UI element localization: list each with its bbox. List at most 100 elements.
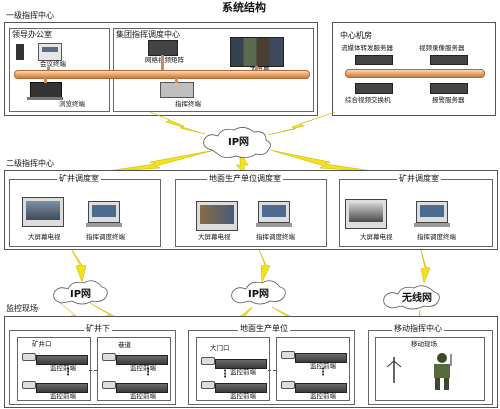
terminal-icon: [416, 201, 448, 223]
frontend-label: 监控前端: [130, 392, 156, 400]
ip-network-label-middle: IP网: [248, 289, 270, 300]
antenna-icon: [386, 357, 402, 383]
connector: [44, 78, 47, 83]
big-screen-label: 大屏幕: [250, 65, 270, 73]
camera-icon: [281, 381, 295, 389]
switch-label: 综合视频交换机: [345, 96, 391, 104]
cloud-shape: [53, 280, 108, 305]
connector: [255, 66, 258, 70]
monitor-frontend-icon: [295, 383, 347, 393]
ground-unit-title: 地面生产单位: [238, 324, 290, 333]
dashed-link: [89, 370, 97, 371]
tunnel-label: 巷道: [118, 341, 131, 349]
camera-icon: [102, 381, 116, 389]
lightning-bolt-icon: [69, 246, 87, 283]
monitor-frontend-icon: [295, 353, 347, 363]
terminal-base: [86, 223, 122, 227]
monitor-frontend-icon: [215, 359, 267, 369]
lightning-bolt-icon: [267, 111, 336, 136]
soldier-icon: [434, 353, 452, 390]
mine-entrance-label: 矿井口: [32, 340, 52, 348]
camera-icon: [201, 357, 215, 365]
connector: [161, 55, 164, 70]
alarm-server-label: 报警服务器: [432, 96, 465, 104]
lightning-bolt-icon: [149, 111, 206, 135]
room2-screen-label: 大屏幕电视: [198, 233, 231, 241]
stream-server-label: 流媒体转发服务器: [341, 44, 393, 52]
ellipsis: ⋮: [220, 369, 230, 380]
room2-terminal-label: 指挥调度终端: [256, 233, 295, 241]
laptop-base: [27, 97, 63, 100]
lightning-bolt-icon: [269, 149, 381, 173]
ellipsis: ⋮: [63, 367, 73, 378]
room2-title: 地面生产单位调度室: [207, 174, 283, 183]
cloud-shape: [203, 127, 271, 158]
stream-server-icon: [355, 55, 393, 65]
monitor-frontend-icon: [36, 383, 88, 393]
camera-icon: [281, 351, 295, 359]
lightning-bolt-icon: [99, 149, 216, 173]
command-terminal-label: 指挥终端: [175, 100, 201, 108]
room1-terminal-label: 指挥调度终端: [86, 233, 125, 241]
terminal-icon: [88, 201, 120, 223]
mine-title: 矿井下: [84, 324, 112, 333]
lightning-bolt-icon: [257, 246, 271, 283]
cloud-shape: [231, 280, 286, 305]
machine-room-title: 中心机房: [340, 31, 372, 40]
camera-icon: [201, 381, 215, 389]
wireless-network-label: 无线网: [402, 293, 432, 304]
cloud-shape: [383, 285, 440, 310]
room3-screen-label: 大屏幕电视: [360, 233, 393, 241]
matrix-label: 网络视频矩阵: [145, 56, 184, 64]
mobile-center-title: 移动指挥中心: [392, 324, 444, 333]
ellipsis: ⋮: [318, 367, 328, 378]
leader-office-title: 领导办公室: [12, 30, 52, 39]
room3-terminal-label: 指挥调度终端: [417, 233, 456, 241]
switch-icon: [355, 83, 393, 94]
meeting-terminal-icon: [38, 43, 62, 61]
room1-title: 矿井调度室: [57, 174, 101, 183]
room1-screen-label: 大屏幕电视: [28, 233, 61, 241]
monitor-frontend-icon: [215, 383, 267, 393]
group-center-title: 集团指挥调度中心: [116, 30, 180, 39]
mobile-site-label: 移动现场: [411, 340, 437, 348]
frontend-label: 监控前端: [50, 392, 76, 400]
machine-room-bar: [345, 69, 485, 78]
lightning-bolt-icon: [419, 246, 431, 284]
big-screen-tv-icon: [345, 199, 387, 229]
camera-icon: [16, 44, 24, 60]
camera-icon: [102, 353, 116, 361]
browse-terminal-label: 浏览终端: [59, 100, 85, 108]
room3-title: 矿井调度室: [397, 174, 441, 183]
site-label: 监控现场: [6, 304, 38, 313]
monitor-frontend-icon: [36, 355, 88, 365]
level1-network-bar: [14, 70, 310, 79]
connector: [175, 78, 178, 83]
frontend-label: 监控前端: [50, 364, 76, 372]
big-screen-tv-icon: [196, 201, 238, 231]
frontend-label: 监控前端: [230, 368, 256, 376]
gate-label: 大门口: [210, 344, 230, 352]
video-server-icon: [430, 55, 468, 65]
ip-network-label-left: IP网: [70, 289, 92, 300]
diagram-title: 系统结构: [222, 1, 266, 14]
level2-label: 二级指挥中心: [6, 159, 54, 168]
big-screen-tv-icon: [22, 197, 64, 227]
frontend-label: 监控前端: [310, 392, 336, 400]
monitor-frontend-icon: [116, 383, 168, 393]
terminal-base: [256, 223, 292, 227]
camera-icon: [22, 353, 36, 361]
level1-label: 一级指挥中心: [6, 11, 54, 20]
terminal-icon: [258, 201, 290, 223]
video-server-label: 视频录像服务器: [419, 44, 465, 52]
frontend-label: 监控前端: [310, 362, 336, 370]
ip-network-label-top: IP网: [228, 137, 250, 148]
frontend-label: 监控前端: [230, 392, 256, 400]
terminal-base: [414, 223, 450, 227]
ellipsis: ⋮: [143, 367, 153, 378]
meeting-terminal-label: 会议终端: [40, 60, 66, 68]
alarm-server-icon: [430, 83, 468, 94]
frontend-label: 监控前端: [130, 364, 156, 372]
camera-icon: [22, 381, 36, 389]
monitor-frontend-icon: [116, 355, 168, 365]
